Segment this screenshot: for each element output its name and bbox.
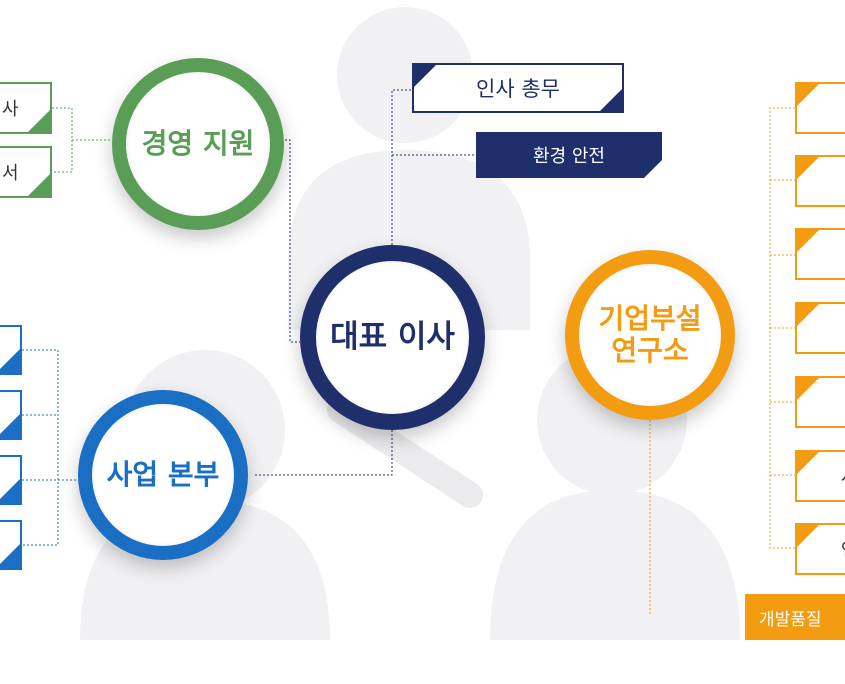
research-tag-5[interactable] — [795, 376, 845, 428]
tag-corner-icon — [797, 304, 819, 326]
research-tag-4[interactable] — [795, 302, 845, 354]
development-quality-box[interactable]: 개발품질 — [745, 594, 845, 640]
research-tag-3[interactable] — [795, 228, 845, 280]
management-left-tag-2-label: 서 — [2, 163, 19, 184]
management-support-node[interactable]: 경영 지원 — [112, 58, 284, 230]
management-left-tag-2[interactable]: 서 — [0, 146, 52, 198]
tag-corner-icon — [0, 544, 20, 568]
tag-corner-icon — [797, 378, 819, 400]
tag-corner-icon — [644, 160, 662, 178]
business-division-node[interactable]: 사업 본부 — [78, 390, 248, 560]
tag-corner-icon — [0, 349, 20, 373]
research-lab-node[interactable]: 기업부설 연구소 — [565, 250, 735, 420]
tag-corner-icon — [0, 479, 20, 503]
research-tag-6-label: 사 — [841, 463, 845, 489]
business-left-tag-4[interactable] — [0, 520, 22, 570]
hr-general-affairs-label: 인사 총무 — [476, 77, 560, 101]
research-tag-7-label: 연 — [841, 536, 845, 562]
research-lab-label-line2: 연구소 — [611, 334, 689, 367]
development-quality-label: 개발품질 — [759, 609, 822, 630]
tag-corner-icon — [600, 89, 622, 111]
ceo-node[interactable]: 대표 이사 — [300, 245, 485, 430]
tag-corner-icon — [797, 230, 819, 252]
tag-corner-icon — [797, 452, 819, 474]
ceo-label: 대표 이사 — [330, 318, 455, 355]
research-tag-2[interactable] — [795, 155, 845, 207]
business-left-tag-3[interactable] — [0, 455, 22, 505]
hr-general-affairs-tag[interactable]: 인사 총무 — [412, 63, 624, 113]
tag-corner-icon — [0, 414, 20, 438]
management-left-tag-1-label: 사 — [2, 99, 19, 120]
research-tag-6[interactable]: 사 — [795, 450, 845, 502]
business-division-label: 사업 본부 — [106, 457, 220, 491]
tag-corner-icon — [28, 174, 50, 196]
tag-corner-icon — [28, 110, 50, 132]
research-lab-label-line1: 기업부설 — [598, 301, 702, 335]
research-tag-1[interactable] — [795, 82, 845, 134]
business-left-tag-2[interactable] — [0, 390, 22, 440]
management-left-tag-1[interactable]: 사 — [0, 82, 52, 134]
tag-corner-icon — [414, 65, 436, 87]
tag-corner-icon — [797, 525, 819, 547]
tag-corner-icon — [797, 157, 819, 179]
research-tag-7[interactable]: 연 — [795, 523, 845, 575]
environment-safety-label: 환경 안전 — [533, 146, 605, 167]
business-left-tag-1[interactable] — [0, 325, 22, 375]
tag-corner-icon — [797, 84, 819, 106]
management-support-label: 경영 지원 — [141, 126, 255, 160]
environment-safety-tag[interactable]: 환경 안전 — [476, 132, 662, 178]
